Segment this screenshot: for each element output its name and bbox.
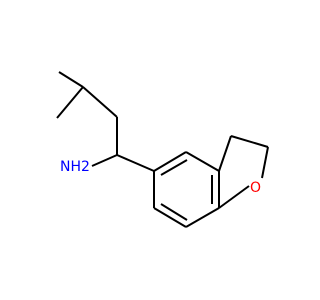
bond-ring-inner-3 (160, 203, 188, 221)
bond-furan-ch2b (230, 135, 269, 148)
bond-furan-ch2a (218, 135, 232, 172)
bonds (56, 71, 269, 228)
molecule-structure: NH2 O (56, 71, 269, 228)
bond-ring-4 (185, 207, 220, 228)
bond-ring-1 (153, 151, 187, 172)
bond-furan-ch2-o (261, 146, 269, 179)
bond-ring-5 (153, 207, 187, 228)
bond-ch-n (91, 154, 118, 167)
oxygen-label: O (250, 180, 261, 196)
bond-methyl-left (56, 86, 84, 119)
bond-ring-2 (185, 151, 220, 172)
bond-methyl-top (58, 71, 84, 88)
bond-ch-ring (116, 154, 155, 172)
bond-furan-o-ring (218, 185, 250, 209)
bond-ring-inner-1 (160, 159, 188, 176)
molecule-canvas: NH2 O (56, 71, 269, 228)
amine-label: NH2 (60, 159, 90, 175)
atom-labels: NH2 O (60, 159, 261, 196)
bond-isopropyl-ch2 (82, 86, 118, 118)
